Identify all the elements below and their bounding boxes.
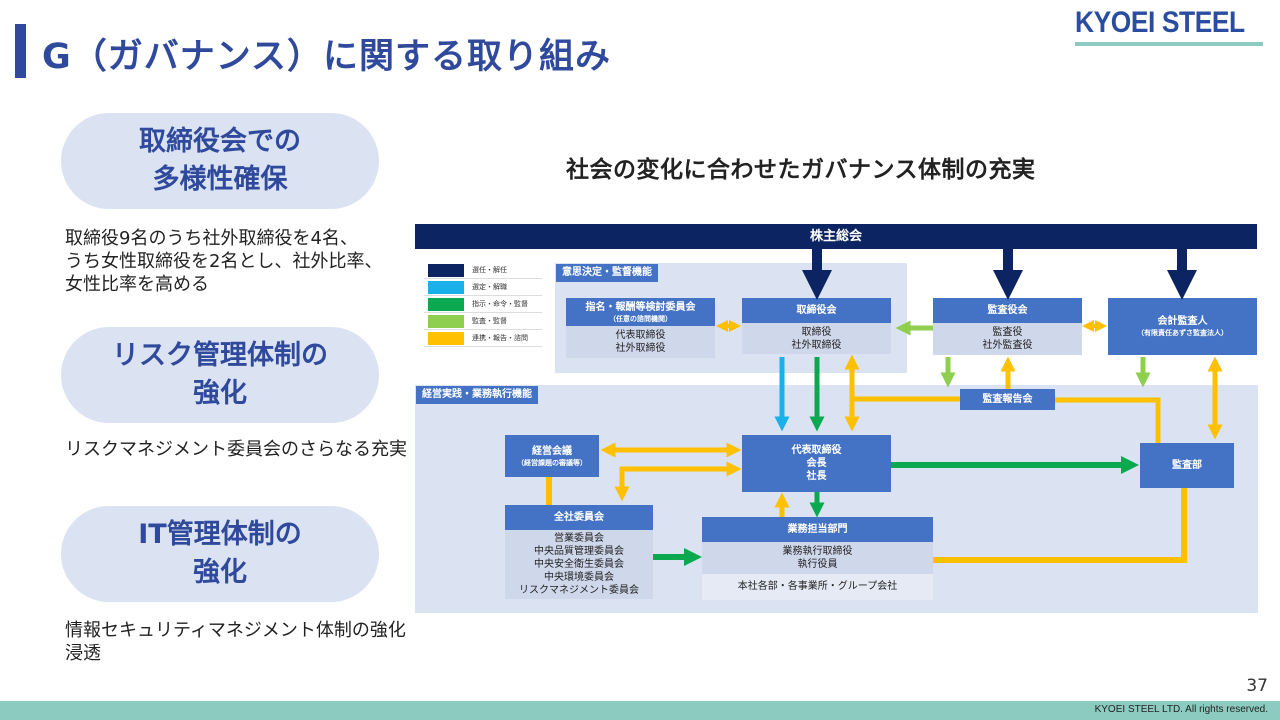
initiative-heading-it: IT管理体制の強化 — [61, 506, 379, 602]
legend-label: 選定・解職 — [472, 283, 507, 291]
business-divisions-footer: 本社各部・各事業所・グループ会社 — [702, 574, 933, 600]
region-decision-label: 意思決定・監督機能 — [556, 264, 658, 282]
legend-swatch — [428, 331, 464, 345]
nomination-committee-members: 代表取締役 社外取締役 — [566, 326, 715, 358]
box-title: 代表取締役 — [791, 445, 842, 456]
page-title: G（ガバナンス）に関する取り組み — [42, 37, 612, 77]
company-logo: KYOEI STEEL — [1075, 6, 1265, 46]
box-subtitle: （有限責任あずさ監査法人） — [1137, 329, 1228, 337]
initiative-description-it: 情報セキュリティマネジメント体制の強化 浸透 — [65, 620, 406, 664]
internal-audit-dept: 監査部 — [1140, 443, 1234, 488]
legend-item: 監査・監督 — [424, 313, 542, 330]
box-title: 指名・報酬等検討委員会 — [585, 301, 696, 313]
heading-line: 多様性確保 — [152, 164, 288, 195]
heading-line: IT管理体制の — [138, 519, 302, 550]
legend-swatch — [428, 263, 464, 277]
business-divisions-header: 業務担当部門 — [702, 517, 933, 542]
legend-swatch — [428, 297, 464, 311]
box-title: 経営会議 — [532, 445, 572, 457]
heading-line: 強化 — [193, 378, 247, 409]
business-divisions-members: 業務執行取締役 執行役員 — [702, 542, 933, 574]
initiative-heading-diversity: 取締役会での多様性確保 — [61, 113, 379, 209]
box-title: 監査部 — [1172, 460, 1202, 471]
audit-board-members: 監査役 社外監査役 — [933, 323, 1082, 355]
footer-bar: KYOEI STEEL LTD. All rights reserved. — [0, 701, 1280, 720]
page-number: 37 — [1246, 676, 1268, 696]
box-title: 監査役会 — [987, 305, 1028, 316]
legend-swatch — [428, 280, 464, 294]
legend-item: 連携・報告・諮問 — [424, 330, 542, 347]
box-title: 会長 — [806, 458, 827, 469]
representative-director: 代表取締役 会長 社長 — [742, 435, 891, 492]
audit-board-header: 監査役会 — [933, 298, 1082, 323]
audit-report-meeting: 監査報告会 — [960, 389, 1055, 410]
legend: 選任・解任 選定・解職 指示・命令・監督 監査・監督 連携・報告・諮問 — [424, 262, 542, 347]
legend-item: 指示・命令・監督 — [424, 296, 542, 313]
logo-underline — [1075, 42, 1263, 46]
region-execution-label: 経営実践・業務執行機能 — [416, 386, 538, 404]
box-title: 取締役会 — [796, 305, 837, 316]
title-accent-bar — [15, 24, 26, 78]
diagram-title: 社会の変化に合わせたガバナンス体制の充実 — [566, 157, 1036, 183]
initiative-heading-risk: リスク管理体制の強化 — [61, 327, 379, 423]
initiative-description-diversity: 取締役9名のうち社外取締役を4名、 うち女性取締役を2名とし、社外比率、 女性比… — [65, 228, 383, 295]
legend-label: 選任・解任 — [472, 266, 507, 274]
box-subtitle: （任意の諮問機関） — [609, 314, 672, 323]
heading-line: 取締役会での — [139, 126, 301, 157]
legend-item: 選任・解任 — [424, 262, 542, 279]
box-title: 監査報告会 — [982, 394, 1033, 405]
logo-text: KYOEI STEEL — [1075, 6, 1245, 39]
legend-label: 指示・命令・監督 — [472, 300, 528, 308]
box-subtitle: （経営課題の審議等） — [517, 458, 587, 467]
company-committees-header: 全社委員会 — [505, 505, 653, 530]
box-title: 会計監査人 — [1157, 316, 1208, 327]
management-meeting: 経営会議 （経営課題の審議等） — [505, 435, 599, 477]
accounting-auditor: 会計監査人 （有限責任あずさ監査法人） — [1108, 298, 1257, 355]
board-members: 取締役 社外取締役 — [742, 323, 891, 354]
shareholders-meeting: 株主総会 — [415, 224, 1257, 249]
copyright: KYOEI STEEL LTD. All rights reserved. — [1094, 704, 1268, 715]
box-title: 全社委員会 — [554, 512, 604, 523]
heading-line: 強化 — [193, 557, 247, 588]
board-header: 取締役会 — [742, 298, 891, 323]
box-title: 業務担当部門 — [787, 524, 848, 535]
legend-swatch — [428, 314, 464, 328]
legend-label: 監査・監督 — [472, 317, 507, 325]
legend-item: 選定・解職 — [424, 279, 542, 296]
nomination-committee-header: 指名・報酬等検討委員会 （任意の諮問機関） — [566, 298, 715, 326]
legend-label: 連携・報告・諮問 — [472, 334, 528, 342]
company-committees-members: 営業委員会 中央品質管理委員会 中央安全衛生委員会 中央環境委員会 リスクマネジ… — [505, 530, 653, 599]
box-title: 社長 — [806, 471, 827, 482]
heading-line: リスク管理体制の — [112, 340, 328, 371]
initiative-description-risk: リスクマネジメント委員会のさらなる充実 — [65, 439, 407, 460]
